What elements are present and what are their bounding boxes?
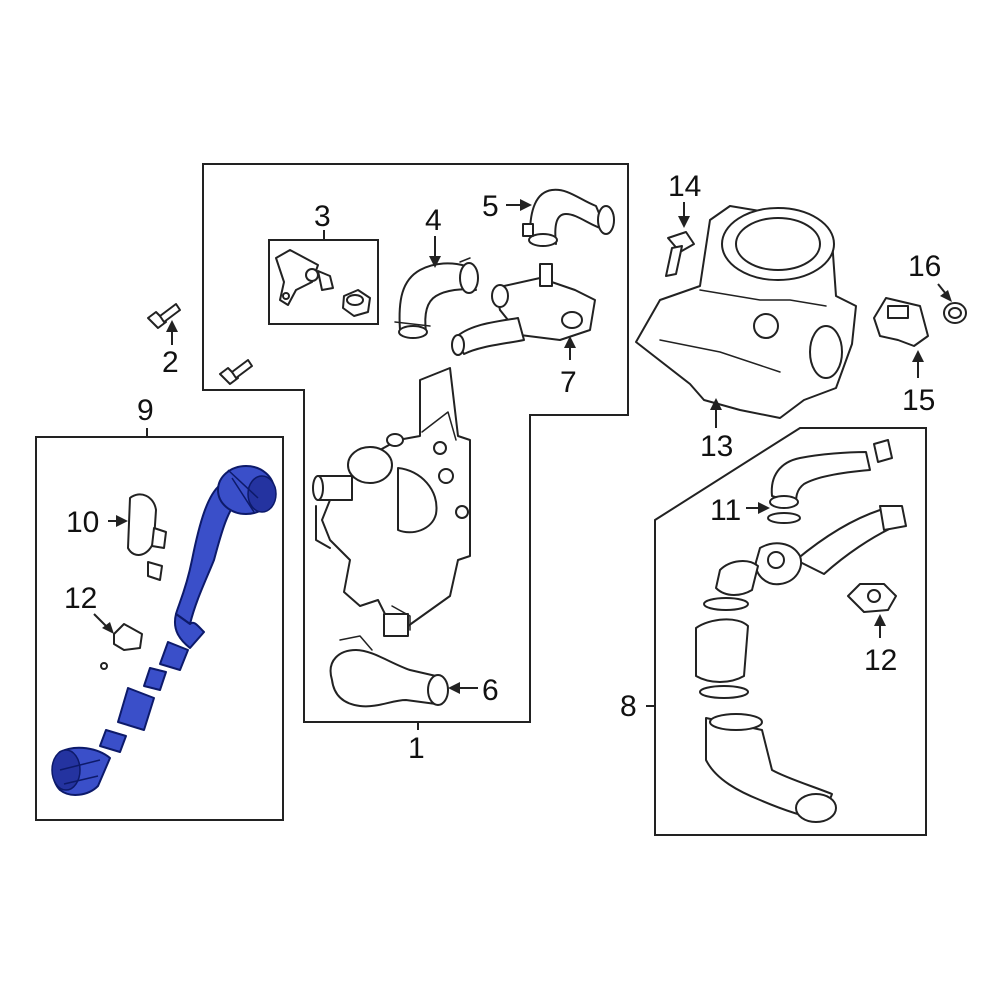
part-12-sensor-right[interactable] [847,583,897,613]
part-4-hose[interactable] [394,257,479,339]
part-3-sensor[interactable] [275,249,334,306]
assembly-9-frame [35,436,284,821]
callout-6: 6 [482,674,499,707]
callout-13: 13 [700,430,733,463]
callout-12-left: 12 [64,582,97,615]
callout-4: 4 [425,204,442,237]
callout-3: 3 [314,200,331,233]
assembly-1-frame [202,163,629,723]
part-16-o-ring[interactable] [943,302,967,324]
part-3-nut[interactable] [342,289,371,317]
callout-9: 9 [137,394,154,427]
part-8-air-duct-lower[interactable] [695,618,837,823]
part-12-sensor-left[interactable] [100,623,143,670]
leader-lines [93,199,952,730]
part-11-hose[interactable] [767,439,893,524]
part-13-throttle-body[interactable] [635,205,857,419]
callout-15: 15 [902,384,935,417]
part-10-bracket[interactable] [127,493,167,581]
callout-11: 11 [710,494,741,527]
callout-2: 2 [162,346,179,379]
callout-10: 10 [66,506,99,539]
callout-7: 7 [560,366,577,399]
callout-5: 5 [482,190,499,223]
water-pump-bracket[interactable] [312,367,471,637]
part-6-hose[interactable] [329,635,449,708]
assembly-8-frame [654,427,927,836]
part-2-bolt[interactable] [147,303,181,329]
callout-16: 16 [908,250,941,283]
callout-14: 14 [668,170,701,203]
part-14-bolt[interactable] [665,231,695,277]
part-9-air-duct[interactable] [51,465,277,796]
part-15-sensor[interactable] [873,297,929,347]
part-7-fitting[interactable] [451,263,596,356]
part-5-hose[interactable] [522,188,615,247]
assembly-1-bolt[interactable] [219,359,253,385]
part-8-air-duct-upper[interactable] [703,505,907,611]
callout-12-right: 12 [864,644,897,677]
callout-8: 8 [620,690,637,723]
callout-1: 1 [408,732,425,765]
